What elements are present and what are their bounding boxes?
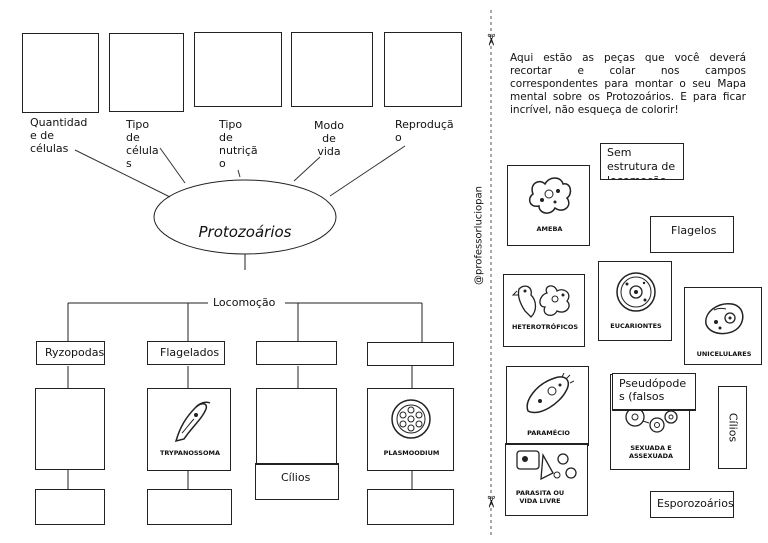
piece-eucariontes[interactable]: EUCARIONTES: [598, 261, 672, 341]
top-box-2[interactable]: [109, 33, 184, 112]
piece-parasita[interactable]: PARASITA OU VIDA LIVRE: [505, 443, 588, 516]
bottom-box-2[interactable]: [147, 489, 232, 525]
scissors-icon: ✂: [481, 33, 501, 47]
parrot-icon: [511, 285, 570, 318]
image-box-3[interactable]: [256, 388, 337, 470]
locomocao-label: Locomoção: [213, 296, 276, 309]
eucariontes-caption: EUCARIONTES: [610, 322, 662, 330]
piece-esporozoarios[interactable]: Esporozoários: [650, 491, 734, 518]
piece-flagelos[interactable]: Flagelos: [650, 216, 734, 253]
cell-icon: [616, 272, 656, 312]
image-box-1[interactable]: [35, 388, 105, 470]
piece-label: Esporozoários: [657, 497, 734, 510]
plasmodium-icon: [391, 399, 431, 439]
piece-ameba[interactable]: AMEBA: [507, 165, 590, 246]
label-modo-vida: Modo de vida: [314, 119, 344, 158]
label-quantidade: Quantidad e de células: [30, 116, 88, 155]
piece-heterotroficos[interactable]: HETEROTRÓFICOS: [503, 274, 585, 347]
bottom-box-1[interactable]: [35, 489, 105, 525]
plasmodium-caption: PLASMOODIUM: [383, 449, 440, 457]
label-reproducao: Reproduçã o: [395, 118, 454, 144]
microbe-icon: [705, 303, 744, 335]
amoeba-icon: [528, 177, 572, 214]
image-box-trypanossoma: TRYPANOSSOMA: [147, 388, 231, 471]
category-empty-2[interactable]: [367, 342, 454, 366]
piece-label: Cílios: [726, 412, 740, 443]
piece-sem-estrutura[interactable]: Sem estrutura de locomoção: [600, 143, 684, 180]
vertical-credit: @professorluciopan: [473, 186, 485, 286]
top-box-4[interactable]: [291, 32, 373, 107]
paramecium-icon: [526, 373, 574, 414]
unicelulares-caption: UNICELULARES: [696, 350, 752, 358]
trypanosome-icon: [174, 401, 211, 443]
piece-paramecio[interactable]: PARAMÉCIO: [506, 366, 589, 446]
category-label: Flagelados: [160, 346, 220, 359]
piece-label: Flagelos: [671, 224, 717, 237]
parasite-icon: [516, 450, 577, 481]
piece-label: Sem estrutura de locomoção: [607, 146, 676, 179]
ameba-caption: AMEBA: [536, 225, 563, 233]
trypanossoma-caption: TRYPANOSSOMA: [159, 449, 221, 457]
cilios-label: Cílios: [281, 471, 311, 484]
category-empty-1[interactable]: [256, 341, 337, 365]
scissors-icon: ✂: [481, 495, 501, 509]
piece-pseudopodes[interactable]: Pseudópode s (falsos: [612, 373, 696, 411]
piece-label: Pseudópode s (falsos: [619, 377, 687, 403]
center-title: Protozoários: [198, 223, 292, 241]
top-box-1[interactable]: [22, 33, 99, 113]
category-label: Ryzopodas: [45, 346, 105, 359]
top-box-3[interactable]: [194, 32, 282, 107]
label-tipo-celulas: Tipo de célula s: [126, 118, 159, 170]
category-ryzopodas: Ryzopodas: [36, 341, 105, 365]
bottom-box-4[interactable]: [367, 489, 454, 525]
parasita-caption: PARASITA OU VIDA LIVRE: [515, 489, 565, 505]
piece-cilios-vertical[interactable]: Cílios: [718, 386, 747, 469]
top-box-5[interactable]: [384, 32, 462, 107]
label-tipo-nutricao: Tipo de nutriçã o: [219, 118, 258, 170]
heterotroficos-caption: HETEROTRÓFICOS: [511, 323, 579, 331]
cilios-piece: Cílios: [255, 463, 339, 500]
instructions-text: Aqui estão as peças que você deverá reco…: [510, 52, 746, 116]
paramecio-caption: PARAMÉCIO: [527, 429, 570, 437]
category-flagelados: Flagelados: [147, 341, 225, 365]
image-box-plasmodium: PLASMOODIUM: [367, 388, 454, 471]
piece-unicelulares[interactable]: UNICELULARES: [684, 287, 762, 365]
sexuada-caption: SEXUADA E ASSEXUADA: [628, 444, 674, 460]
